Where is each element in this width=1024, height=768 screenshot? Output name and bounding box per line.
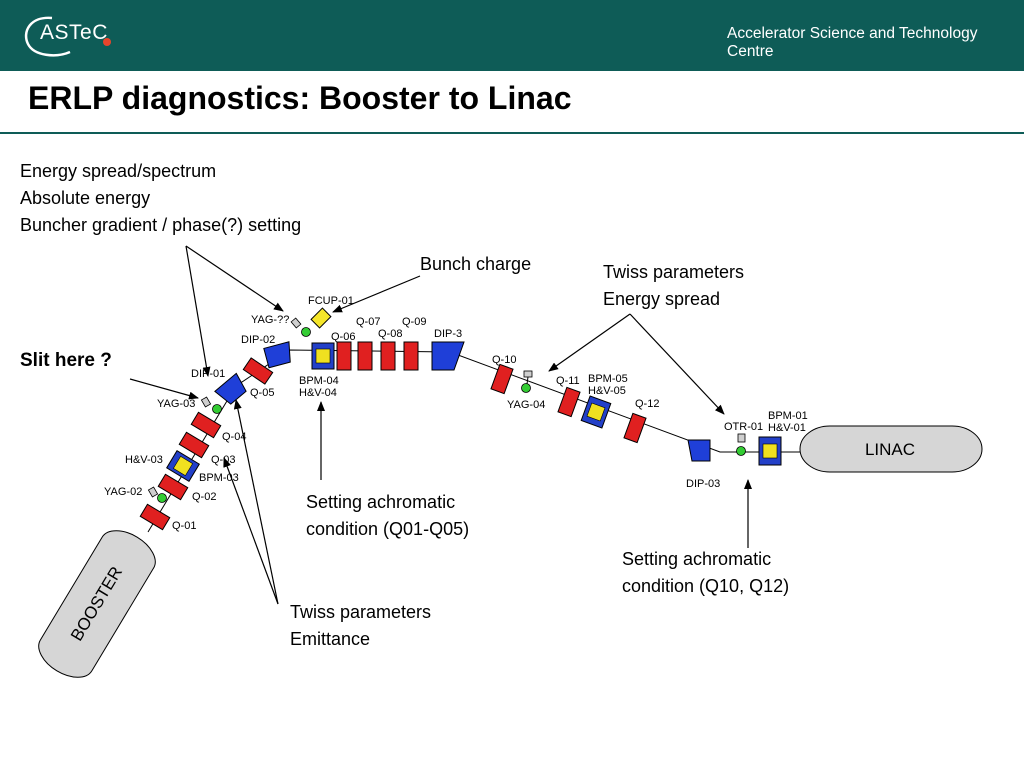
label-q01: Q-01: [172, 520, 196, 532]
label-q07: Q-07: [356, 316, 380, 328]
annotation-achromatic-left-line-1: Setting achromatic: [306, 492, 455, 512]
label-q12: Q-12: [635, 398, 659, 410]
label-q02: Q-02: [192, 491, 216, 503]
quadrupole-q02: [157, 473, 189, 501]
screen-yag02: [147, 486, 167, 503]
dipole-dip01: [214, 372, 247, 405]
annotation-twiss-right-line-2: Energy spread: [603, 289, 720, 309]
label-q08: Q-08: [378, 328, 402, 340]
annotation-bunch-charge: Bunch charge: [420, 254, 531, 274]
label-fcup01: FCUP-01: [308, 295, 354, 307]
label-q09: Q-09: [402, 316, 426, 328]
page-title: ERLP diagnostics: Booster to Linac: [28, 80, 572, 116]
annotation-energy-line-1: Energy spread/spectrum: [20, 161, 216, 181]
quadrupole-q03: [178, 431, 210, 459]
label-otr01: OTR-01: [724, 421, 763, 433]
label-bpm05: BPM-05: [588, 373, 628, 385]
quadrupole-q01: [139, 503, 171, 531]
linac-label: LINAC: [865, 440, 915, 459]
label-bpm03: BPM-03: [199, 472, 239, 484]
label-dip02: DIP-02: [241, 334, 275, 346]
quadrupole-q09: [403, 341, 419, 371]
logo-dot-icon: [103, 38, 111, 46]
header-banner: ASTeC Accelerator Science and Technology…: [0, 0, 1024, 71]
quadrupole-q05: [242, 357, 274, 385]
logo-text: ASTeC: [40, 21, 108, 44]
label-yag04: YAG-04: [507, 399, 545, 411]
label-bpm01: BPM-01: [768, 410, 808, 422]
annotation-energy-line-2: Absolute energy: [20, 188, 150, 208]
label-dip3: DIP-3: [434, 328, 462, 340]
annotation-achromatic-left-line-2: condition (Q01-Q05): [306, 519, 469, 539]
dipole-dip03: [687, 439, 711, 462]
label-yag02: YAG-02: [104, 486, 142, 498]
label-q03: Q-03: [211, 454, 235, 466]
title-divider: [0, 132, 1024, 134]
booster-vessel: BOOSTER: [38, 530, 156, 678]
screen-yag03: [200, 396, 222, 414]
quadrupole-q12: [623, 412, 647, 444]
label-dip03: DIP-03: [686, 478, 720, 490]
label-hv04: H&V-04: [299, 387, 337, 399]
bpm-01: [758, 436, 782, 466]
bpm-04: [311, 342, 335, 370]
label-q06: Q-06: [331, 331, 355, 343]
dipole-dip3: [431, 341, 465, 371]
label-q11: Q-11: [556, 375, 580, 387]
label-bpm04: BPM-04: [299, 375, 339, 387]
dipole-dip02: [263, 341, 291, 369]
bpm-03: [166, 450, 200, 482]
beam-pipe: [147, 349, 810, 533]
quadrupole-q06: [336, 341, 352, 371]
annotation-arrows: [129, 245, 752, 605]
quadrupole-q10: [490, 363, 514, 395]
annotation-slit: Slit here ?: [20, 350, 112, 371]
annotation-achromatic-right-line-1: Setting achromatic: [622, 549, 771, 569]
astec-logo-swoosh-icon: [24, 16, 71, 57]
annotation-twiss-right-line-1: Twiss parameters: [603, 262, 744, 282]
quadrupole-q08: [380, 341, 396, 371]
faraday-cup-fcup01: [310, 307, 332, 329]
annotation-achromatic-right-line-2: condition (Q10, Q12): [622, 576, 789, 596]
linac-vessel: LINAC: [799, 425, 983, 473]
label-hv01: H&V-01: [768, 422, 806, 434]
screen-yag-qq: [290, 317, 311, 337]
label-hv03: H&V-03: [125, 454, 163, 466]
annotation-twiss-bottom-line-2: Emittance: [290, 629, 370, 649]
org-name: Accelerator Science and Technology Centr…: [727, 25, 978, 60]
label-q04: Q-04: [222, 431, 246, 443]
annotation-energy-line-3: Buncher gradient / phase(?) setting: [20, 215, 301, 235]
quadrupole-q11: [557, 386, 581, 418]
label-hv05: H&V-05: [588, 385, 626, 397]
annotation-twiss-bottom-line-1: Twiss parameters: [290, 602, 431, 622]
label-q10: Q-10: [492, 354, 516, 366]
quadrupole-q07: [357, 341, 373, 371]
bpm-05: [580, 395, 612, 429]
label-yag-qq: YAG-??: [251, 314, 289, 326]
screen-yag04: [521, 370, 533, 393]
quadrupole-q04: [190, 411, 222, 439]
label-yag03: YAG-03: [157, 398, 195, 410]
label-q05: Q-05: [250, 387, 274, 399]
screen-otr01: [736, 433, 746, 456]
